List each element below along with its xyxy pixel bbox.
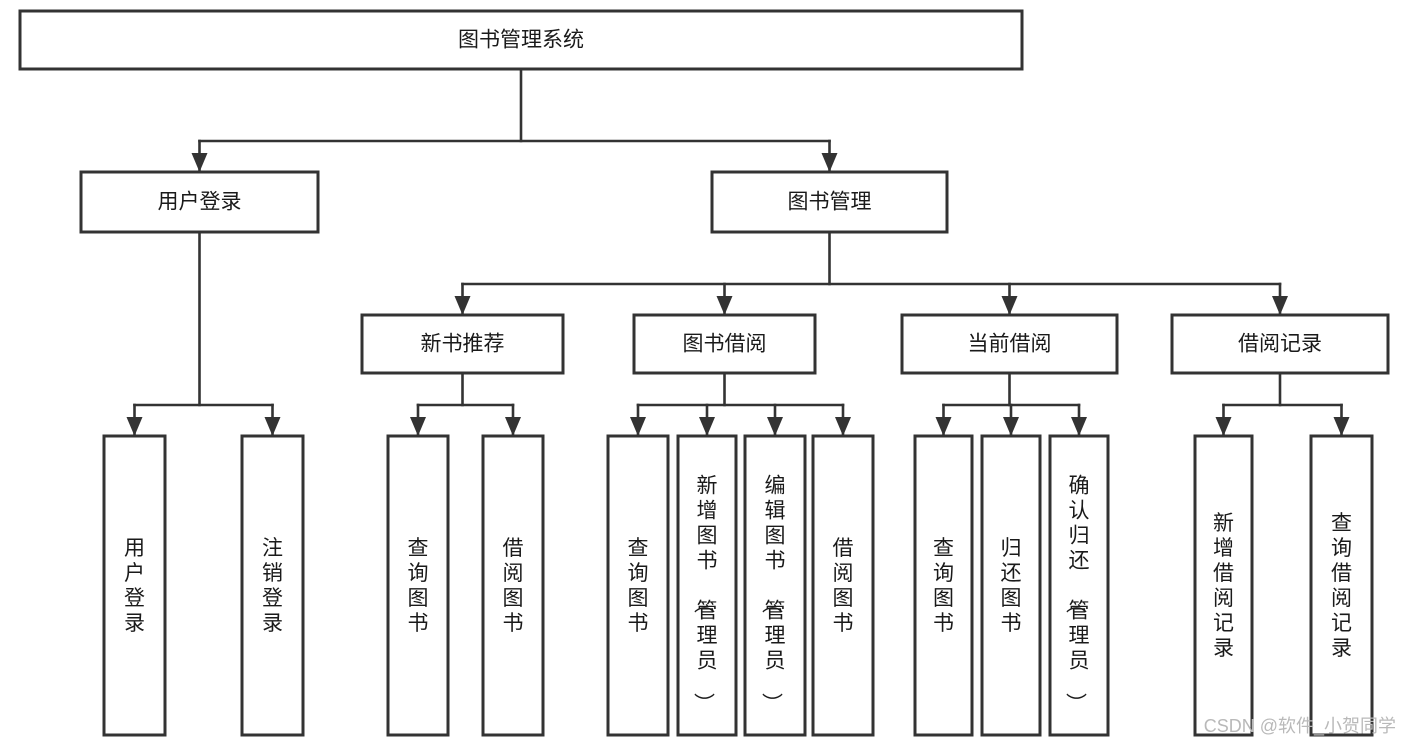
arrow-head-icon [630, 417, 646, 436]
node-label-leaf-confirm-return: 确认归还（管理员） [1064, 475, 1090, 714]
node-user-login[interactable]: 用户登录 [79, 170, 320, 234]
node-leaf-borrow-book-rec[interactable]: 借阅图书 [481, 434, 545, 737]
arrow-head-icon [716, 296, 733, 315]
node-label-leaf-add-record: 新增借阅记录 [1213, 512, 1234, 660]
node-label-leaf-user-login: 用户登录 [124, 537, 145, 635]
node-box-leaf-borrow-book-rec [481, 434, 545, 737]
arrow-head-icon [1071, 417, 1087, 436]
node-leaf-confirm-return[interactable]: 确认归还（管理员） [1048, 434, 1110, 737]
arrow-head-icon [454, 296, 471, 315]
node-leaf-query-book-rec[interactable]: 查询图书 [386, 434, 450, 737]
node-leaf-user-login[interactable]: 用户登录 [102, 434, 167, 737]
node-box-leaf-logout [240, 434, 305, 737]
node-leaf-borrow-book[interactable]: 借阅图书 [811, 434, 875, 737]
arrow-head-icon [1333, 417, 1350, 436]
arrow-head-icon [1215, 417, 1232, 436]
node-label-leaf-logout: 注销登录 [262, 537, 283, 635]
node-book-borrow[interactable]: 图书借阅 [632, 313, 817, 375]
node-box-leaf-query-book-rec [386, 434, 450, 737]
arrow-head-icon [1001, 296, 1018, 315]
arrow-head-icon [191, 153, 208, 172]
arrow-head-icon [935, 417, 952, 436]
node-box-leaf-borrow-book [811, 434, 875, 737]
arrow-head-icon [126, 417, 143, 436]
node-label-leaf-query-book-rec: 查询图书 [408, 537, 429, 635]
node-box-user-login [79, 170, 320, 234]
arrow-head-icon [767, 417, 783, 436]
node-label-root: 图书管理系统 [458, 29, 584, 52]
node-label-leaf-borrow-book-rec: 借阅图书 [503, 537, 524, 635]
node-box-leaf-user-login [102, 434, 167, 737]
arrow-head-icon [505, 417, 521, 436]
connector-layer [126, 67, 1350, 437]
arrow-head-icon [410, 417, 426, 436]
node-label-book-manage: 图书管理 [788, 191, 872, 214]
arrow-head-icon [835, 417, 851, 436]
node-leaf-query-book-borrow[interactable]: 查询图书 [606, 434, 670, 737]
node-borrow-record[interactable]: 借阅记录 [1170, 313, 1390, 375]
node-leaf-add-book[interactable]: 新增图书（管理员） [676, 434, 738, 737]
node-box-leaf-edit-book [743, 434, 807, 737]
node-leaf-query-record[interactable]: 查询借阅记录 [1309, 434, 1374, 737]
node-label-book-borrow: 图书借阅 [683, 333, 767, 356]
node-box-root [18, 9, 1024, 71]
node-box-leaf-add-record [1193, 434, 1254, 737]
node-label-leaf-edit-book: 编辑图书（管理员） [760, 475, 786, 714]
node-box-leaf-add-book [676, 434, 738, 737]
node-leaf-query-book-cur[interactable]: 查询图书 [913, 434, 974, 737]
node-label-new-book-rec: 新书推荐 [421, 333, 505, 356]
node-label-leaf-borrow-book: 借阅图书 [833, 537, 854, 635]
node-layer: 图书管理系统用户登录图书管理新书推荐图书借阅当前借阅借阅记录用户登录注销登录查询… [18, 9, 1390, 737]
node-box-borrow-record [1170, 313, 1390, 375]
node-box-book-manage [710, 170, 949, 234]
node-book-manage[interactable]: 图书管理 [710, 170, 949, 234]
node-label-leaf-query-record: 查询借阅记录 [1331, 512, 1352, 660]
node-new-book-rec[interactable]: 新书推荐 [360, 313, 565, 375]
node-box-current-borrow [900, 313, 1119, 375]
node-box-leaf-query-record [1309, 434, 1374, 737]
arrow-head-icon [821, 153, 838, 172]
node-label-borrow-record: 借阅记录 [1238, 333, 1322, 356]
node-label-current-borrow: 当前借阅 [968, 333, 1052, 356]
node-label-user-login: 用户登录 [158, 191, 242, 214]
node-label-leaf-query-book-cur: 查询图书 [933, 537, 954, 635]
node-box-book-borrow [632, 313, 817, 375]
node-box-leaf-confirm-return [1048, 434, 1110, 737]
arrow-head-icon [264, 417, 281, 436]
node-box-new-book-rec [360, 313, 565, 375]
node-current-borrow[interactable]: 当前借阅 [900, 313, 1119, 375]
node-box-leaf-return-book [980, 434, 1042, 737]
node-box-leaf-query-book-cur [913, 434, 974, 737]
node-leaf-logout[interactable]: 注销登录 [240, 434, 305, 737]
node-leaf-return-book[interactable]: 归还图书 [980, 434, 1042, 737]
arrow-head-icon [1272, 296, 1288, 315]
node-label-leaf-return-book: 归还图书 [1001, 537, 1022, 635]
node-leaf-edit-book[interactable]: 编辑图书（管理员） [743, 434, 807, 737]
watermark-label: CSDN @软件_小贺同学 [1204, 716, 1396, 737]
node-box-leaf-query-book-borrow [606, 434, 670, 737]
arrow-head-icon [699, 417, 715, 436]
node-label-leaf-query-book-borrow: 查询图书 [628, 537, 649, 635]
node-leaf-add-record[interactable]: 新增借阅记录 [1193, 434, 1254, 737]
arrow-head-icon [1003, 417, 1019, 436]
node-label-leaf-add-book: 新增图书（管理员） [692, 475, 718, 714]
node-root[interactable]: 图书管理系统 [18, 9, 1024, 71]
